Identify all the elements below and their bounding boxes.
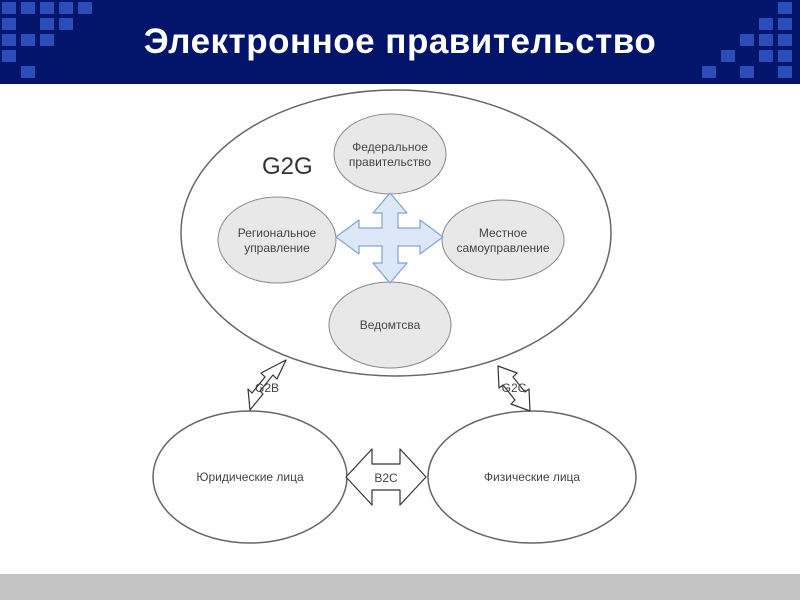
header-square — [759, 50, 773, 62]
header-square — [2, 34, 16, 46]
node-federal: Федеральное правительство — [333, 113, 447, 195]
g2c-label: G2C — [502, 381, 527, 395]
header-square — [40, 2, 54, 14]
svg-text:самоуправление: самоуправление — [456, 241, 549, 255]
four-way-arrow-icon — [335, 192, 444, 284]
header-square — [740, 66, 754, 78]
header-square — [2, 50, 16, 62]
g2b-label: G2B — [255, 381, 279, 395]
header-square — [778, 34, 792, 46]
b2c-label: B2C — [374, 471, 398, 485]
node-individuals: Физические лица — [427, 410, 637, 544]
node-legal-entities: Юридические лица — [152, 410, 348, 544]
header-square — [778, 18, 792, 30]
header-square — [40, 18, 54, 30]
node-regional-line2: управление — [244, 241, 310, 255]
header-square — [59, 18, 73, 30]
header-squares-left — [2, 2, 92, 78]
node-local: Местное самоуправление — [441, 199, 565, 281]
header-square — [21, 66, 35, 78]
node-regional: Региональное управление — [217, 196, 337, 284]
node-local-line1: Местное — [479, 226, 528, 240]
header-square — [740, 34, 754, 46]
header-square — [2, 2, 16, 14]
header-square — [759, 18, 773, 30]
header-square — [40, 34, 54, 46]
g2g-label: G2G — [262, 153, 313, 180]
svg-text:Местное: Местное — [479, 226, 528, 240]
node-regional-line1: Региональное — [238, 226, 317, 240]
header-square — [21, 2, 35, 14]
svg-text:управление: управление — [244, 241, 310, 255]
g2c-double-arrow-icon — [497, 365, 531, 412]
header-square — [702, 66, 716, 78]
header-square — [778, 2, 792, 14]
svg-text:правительство: правительство — [349, 155, 432, 169]
node-federal-line1: Федеральное — [352, 140, 428, 154]
footer-bar — [0, 574, 800, 600]
svg-text:Региональное: Региональное — [238, 226, 317, 240]
svg-text:Федеральное: Федеральное — [352, 140, 428, 154]
header-squares-right — [702, 2, 792, 78]
b2c-double-arrow-icon — [345, 448, 427, 506]
svg-text:Юридические лица: Юридические лица — [196, 470, 304, 484]
node-individuals-label: Физические лица — [484, 470, 580, 484]
node-federal-line2: правительство — [349, 155, 432, 169]
page-title: Электронное правительство — [143, 22, 657, 61]
header-square — [759, 34, 773, 46]
header-square — [21, 34, 35, 46]
header-square — [721, 50, 735, 62]
header-square — [59, 2, 73, 14]
header-square — [778, 66, 792, 78]
svg-text:Физические лица: Физические лица — [484, 470, 580, 484]
node-agencies: Ведомтсва — [328, 281, 452, 369]
g2b-double-arrow-icon — [247, 359, 287, 411]
header-square — [78, 2, 92, 14]
node-agencies-label: Ведомтсва — [360, 318, 421, 332]
header-bar: Электронное правительство — [0, 0, 800, 84]
header-square — [2, 18, 16, 30]
svg-text:Ведомтсва: Ведомтсва — [360, 318, 421, 332]
node-local-line2: самоуправление — [456, 241, 549, 255]
header-square — [778, 50, 792, 62]
node-legal-label: Юридические лица — [196, 470, 304, 484]
